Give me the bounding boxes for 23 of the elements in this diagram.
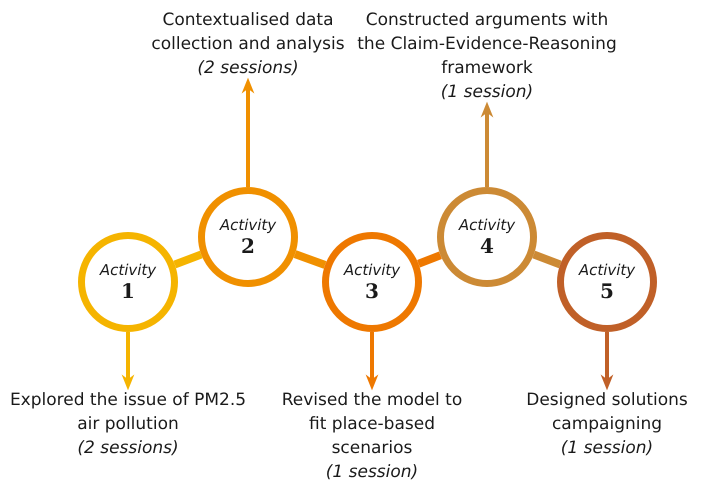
arrow	[242, 78, 254, 187]
activity-circle: Activity 2	[198, 187, 298, 287]
connector-line	[532, 250, 562, 268]
arrow	[480, 102, 494, 187]
activity-circle: Activity 1	[78, 232, 178, 332]
session-count: (1 session)	[326, 461, 418, 484]
session-count: (2 sessions)	[77, 437, 179, 460]
arrow	[366, 332, 378, 390]
activity-description: Designed solutions campaigning	[525, 389, 689, 436]
connector-line	[294, 250, 326, 269]
arrow	[600, 332, 614, 390]
session-count: (1 session)	[560, 437, 654, 460]
activity-circle: Activity 3	[322, 232, 422, 332]
activity-description: Explored the issue of PM2.5 air pollution	[8, 389, 248, 436]
connector-line	[173, 250, 203, 268]
session-count: (2 sessions)	[197, 57, 299, 80]
activity-description: Contextualised data collection and analysis	[150, 9, 346, 56]
activity-circle: Activity 4	[437, 187, 537, 287]
activity-description: Constructed arguments with the Claim-Evidence-Reasoning framework	[356, 9, 618, 80]
activity-circle: Activity 5	[557, 232, 657, 332]
session-count: (1 session)	[440, 81, 534, 104]
activity-description: Revised the model to fit place-based scenarios	[280, 389, 464, 460]
connector-line	[417, 252, 442, 268]
